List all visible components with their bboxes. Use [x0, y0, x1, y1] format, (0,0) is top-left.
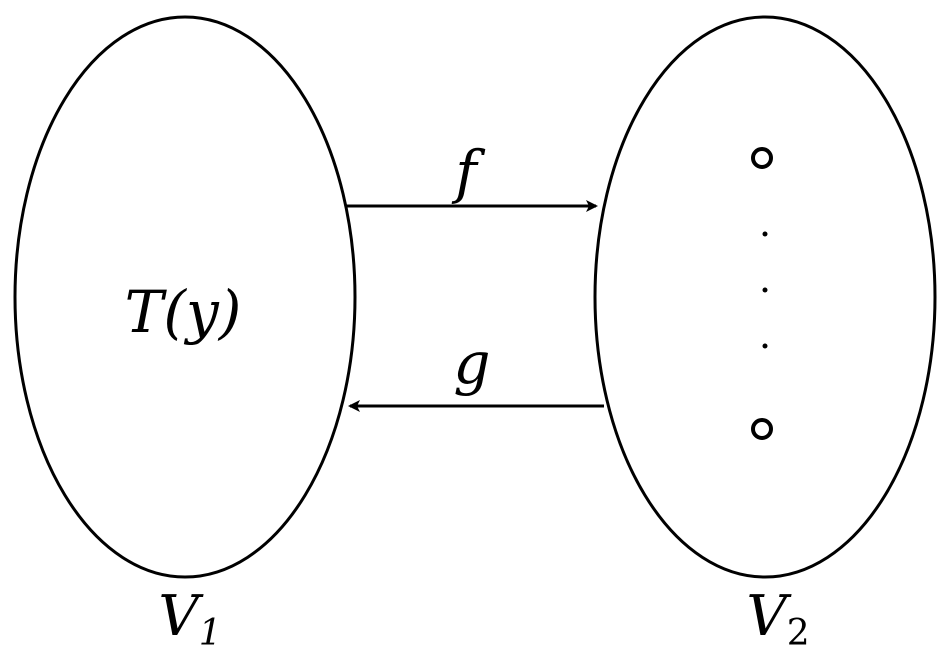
left-set-content: T(y) [125, 278, 242, 346]
right-set-label-subscript: 2 [787, 613, 810, 651]
vertical-ellipsis: ⋮ [762, 231, 768, 349]
left-set-label-subscript: 1 [199, 613, 222, 651]
left-set-ellipse [13, 15, 357, 579]
element-top-circle [751, 147, 773, 169]
arrow-g-label: g [453, 329, 490, 397]
element-bottom-circle [751, 418, 773, 440]
right-set-ellipse [593, 15, 937, 579]
right-set-label-main: V [746, 584, 792, 649]
right-set-label: V2 [746, 584, 809, 651]
left-set-label-main: V [158, 584, 204, 649]
arrow-f-label: f [451, 138, 486, 206]
left-set-label: V1 [158, 584, 221, 651]
